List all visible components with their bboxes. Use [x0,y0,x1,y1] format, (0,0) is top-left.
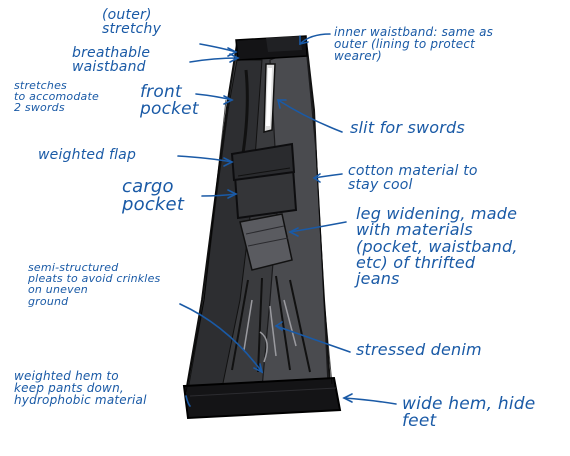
label-weighted-flap: weighted flap [38,148,136,162]
label-weighted-hem: weighted hem to keep pants down, hydroph… [14,370,147,407]
label-stretches-for-swords: stretches to accomodate 2 swords [14,80,99,114]
label-cotton-material: cotton material to stay cool [348,164,478,193]
label-slit-for-swords: slit for swords [350,120,465,136]
label-wide-hem: wide hem, hide feet [402,396,535,431]
label-cargo-pocket: cargo pocket [122,178,184,215]
label-outer-stretchy: (outer) stretchy [102,8,161,37]
label-leg-widening: leg widening, made with materials (pocke… [356,206,518,288]
wide-hem [184,378,340,418]
label-stressed-denim: stressed denim [356,342,482,358]
label-inner-waistband: inner waistband: same as outer (lining t… [334,26,493,63]
label-breathable-waistband: breathable waistband [72,46,150,75]
label-semi-structured-pleats: semi-structured pleats to avoid crinkles… [28,262,160,307]
inner-waistband [266,36,302,52]
label-front-pocket: front pocket [140,84,199,119]
